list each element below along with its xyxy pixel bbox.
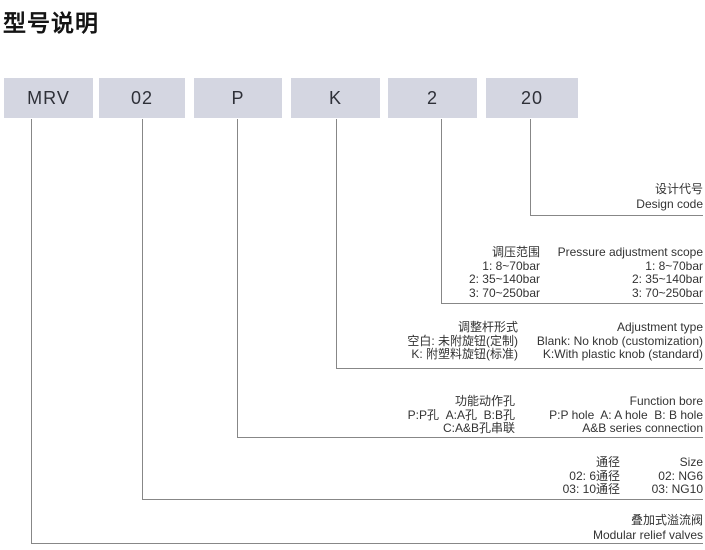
model-box-series: MRV — [4, 78, 93, 118]
size-header-en: Size — [679, 455, 703, 469]
adjustment-option-blank-cn: 空白: 未附旋钮(定制) — [407, 333, 518, 348]
connector-vline-series — [31, 119, 32, 543]
connector-hline-size — [142, 499, 703, 500]
adjustment-header-en: Adjustment type — [616, 320, 703, 334]
page-title: 型号说明 — [3, 10, 99, 36]
function-option-c-en: A&B series connection — [582, 421, 703, 435]
pressure-scope-section: 调压范围 Pressure adjustment scope 1: 8~70ba… — [468, 245, 703, 300]
pressure-header-en: Pressure adjustment scope — [557, 245, 703, 259]
design-code-label-en: Design code — [636, 197, 703, 211]
connector-vline-pressure — [441, 119, 442, 303]
adjustment-option-k-en: K:With plastic knob (standard) — [542, 347, 703, 361]
product-name-cn: 叠加式溢流阀 — [630, 513, 703, 527]
pressure-option-3-en: 3: 70~250bar — [631, 285, 703, 300]
size-option-03-cn: 03: 10通径 — [562, 482, 620, 496]
function-bore-section: 功能动作孔 Function bore P:P孔 A:A孔 B:B孔 P:P h… — [407, 394, 703, 436]
connector-vline-adjustment — [336, 119, 337, 368]
connector-hline-function — [237, 437, 703, 438]
pressure-option-1-cn: 1: 8~70bar — [482, 258, 540, 273]
function-header-cn: 功能动作孔 — [454, 394, 515, 408]
function-option-pab-cn: P:P孔 A:A孔 B:B孔 — [407, 407, 515, 422]
size-option-02-en: 02: NG6 — [658, 468, 703, 483]
size-option-02-cn: 02: 6通径 — [569, 468, 620, 483]
connector-hline-series — [31, 543, 703, 544]
connector-vline-function — [237, 119, 238, 437]
function-header-en: Function bore — [629, 394, 703, 408]
design-code-label-cn: 设计代号 — [654, 182, 703, 196]
size-section: 通径 Size 02: 6通径 02: NG6 03: 10通径 03: NG1… — [562, 455, 703, 497]
model-box-design-code: 20 — [486, 78, 578, 118]
model-box-adjustment: K — [291, 78, 380, 118]
connector-hline-adjustment — [336, 368, 703, 369]
pressure-option-3-cn: 3: 70~250bar — [468, 285, 540, 300]
connector-hline-pressure — [441, 303, 703, 304]
model-box-pressure: 2 — [388, 78, 477, 118]
adjustment-type-section: 调整杆形式 Adjustment type 空白: 未附旋钮(定制) Blank… — [407, 320, 703, 362]
product-name-section: 叠加式溢流阀 Modular relief valves — [593, 513, 703, 543]
model-box-size: 02 — [99, 78, 185, 118]
product-name-en: Modular relief valves — [592, 528, 703, 542]
pressure-option-1-en: 1: 8~70bar — [645, 258, 703, 273]
connector-hline-design-code — [530, 215, 703, 216]
pressure-header-cn: 调压范围 — [491, 245, 540, 259]
size-header-cn: 通径 — [595, 455, 620, 469]
adjustment-option-blank-en: Blank: No knob (customization) — [536, 333, 703, 348]
connector-vline-design-code — [530, 119, 531, 215]
function-option-c-cn: C:A&B孔串联 — [442, 421, 515, 435]
model-box-function: P — [194, 78, 282, 118]
adjustment-option-k-cn: K: 附塑料旋钮(标准) — [411, 347, 518, 361]
size-option-03-en: 03: NG10 — [651, 482, 703, 496]
adjustment-header-cn: 调整杆形式 — [457, 320, 518, 334]
design-code-section: 设计代号 Design code — [636, 182, 703, 212]
pressure-option-2-cn: 2: 35~140bar — [468, 272, 540, 286]
pressure-option-2-en: 2: 35~140bar — [631, 272, 703, 286]
connector-vline-size — [142, 119, 143, 499]
function-option-pab-en: P:P hole A: A hole B: B hole — [549, 407, 703, 422]
